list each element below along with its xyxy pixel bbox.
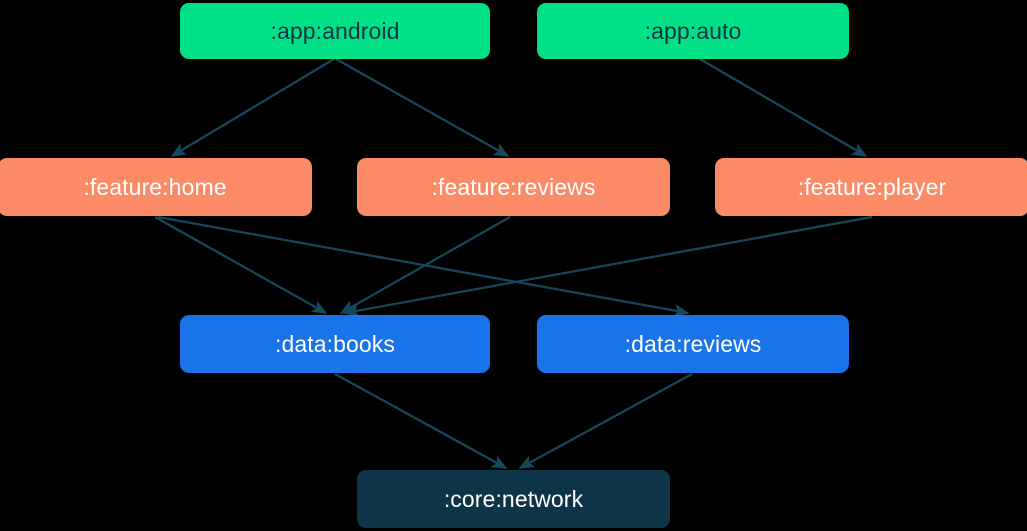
edge-data-reviews-to-core-network bbox=[518, 373, 693, 469]
node-label: :app:auto bbox=[644, 17, 742, 44]
edge-data-books-to-core-network bbox=[334, 373, 508, 469]
node-feature-home[interactable]: :feature:home bbox=[0, 158, 312, 216]
edge-app-android-to-feature-reviews bbox=[335, 58, 510, 157]
node-data-reviews[interactable]: :data:reviews bbox=[537, 315, 849, 373]
node-core-network[interactable]: :core:network bbox=[357, 470, 670, 528]
node-label: :feature:player bbox=[797, 173, 947, 200]
node-label: :core:network bbox=[443, 485, 584, 512]
node-feature-player[interactable]: :feature:player bbox=[715, 158, 1027, 216]
edge-app-android-to-feature-home bbox=[170, 58, 335, 157]
node-data-books[interactable]: :data:books bbox=[180, 315, 490, 373]
node-label: :data:books bbox=[274, 330, 396, 357]
edge-feature-player-to-data-books bbox=[343, 215, 873, 317]
edge-feature-home-to-data-books bbox=[154, 216, 328, 314]
edge-feature-home-to-data-reviews bbox=[157, 215, 690, 317]
node-label: :data:reviews bbox=[624, 330, 762, 357]
edge-feature-reviews-to-data-books bbox=[339, 216, 511, 314]
edge-app-auto-to-feature-player bbox=[699, 58, 868, 157]
node-label: :app:android bbox=[270, 17, 400, 44]
node-label: :feature:reviews bbox=[431, 173, 596, 200]
node-label: :feature:home bbox=[83, 173, 227, 200]
node-feature-reviews[interactable]: :feature:reviews bbox=[357, 158, 670, 216]
node-app-auto[interactable]: :app:auto bbox=[537, 3, 849, 59]
node-app-android[interactable]: :app:android bbox=[180, 3, 490, 59]
